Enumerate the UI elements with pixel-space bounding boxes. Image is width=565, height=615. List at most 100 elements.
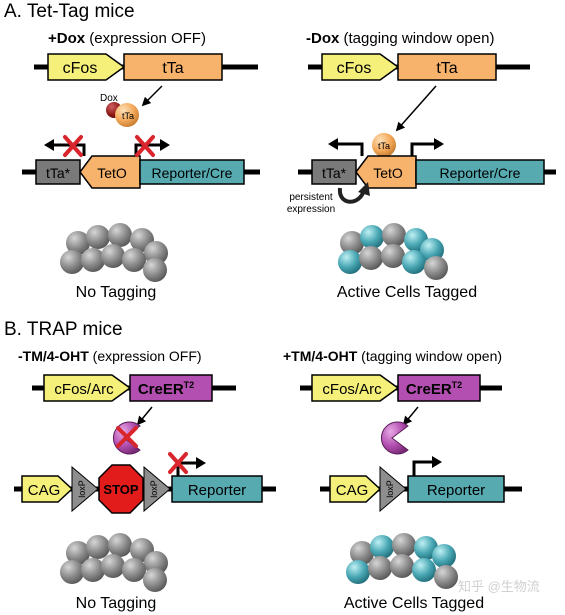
a-left-condition: +Dox (expression OFF) bbox=[48, 30, 206, 47]
cell bbox=[360, 225, 384, 249]
cell bbox=[144, 241, 168, 265]
a-left-tta-protein bbox=[115, 103, 139, 127]
cell bbox=[370, 535, 394, 559]
b-left-condition-bold: -TM/4-OHT bbox=[18, 348, 89, 364]
cell bbox=[381, 244, 405, 268]
b-right-condition-bold: +TM/4-OHT bbox=[283, 348, 358, 364]
cell bbox=[390, 554, 414, 578]
cell bbox=[66, 541, 90, 565]
b-left-cell-cluster bbox=[60, 533, 168, 592]
a-right-ttastar-box bbox=[311, 159, 357, 185]
cell bbox=[81, 558, 105, 582]
cell bbox=[108, 533, 132, 557]
a-left-blocked-arrowhead-left bbox=[44, 139, 54, 151]
cell bbox=[434, 565, 458, 589]
a-right-tta-protein bbox=[372, 133, 396, 157]
b-right-loxp-label: loxP bbox=[385, 480, 395, 498]
cell bbox=[368, 556, 392, 580]
b-right-cell-cluster bbox=[346, 533, 458, 589]
a-right-ttastar-label: tTa* bbox=[322, 165, 347, 181]
a-left-blocked-arrowhead-right bbox=[160, 139, 170, 151]
b-left-reporter-box bbox=[171, 475, 263, 503]
b-right-creer-superscript: T2 bbox=[452, 380, 463, 390]
b-right-condition-note: (tagging window open) bbox=[357, 348, 502, 364]
persistent-expression-arrowhead bbox=[358, 182, 370, 196]
b-left-promoter-label: cFos/Arc bbox=[54, 381, 114, 398]
b-left-condition-note: (expression OFF) bbox=[89, 348, 202, 364]
cell bbox=[86, 535, 110, 559]
persistent-expression-line2: expression bbox=[287, 204, 335, 215]
a-left-tta-protein-label: tTa bbox=[122, 111, 134, 121]
b-left-gene-construct: cFos/Arc CreERT2 bbox=[32, 374, 236, 402]
cell bbox=[66, 231, 90, 255]
b-left-loxp-2 bbox=[143, 465, 171, 513]
b-left-arrow-down bbox=[136, 406, 153, 426]
b-left-stop-sign bbox=[98, 464, 144, 514]
a-right-condition-bold: -Dox bbox=[306, 30, 340, 47]
a-right-reporter-construct: tTa* TetO Reporter/Cre bbox=[298, 155, 556, 189]
a-right-transcription-arrow-right bbox=[410, 142, 434, 156]
cell bbox=[424, 256, 448, 280]
b-left-stop-label: STOP bbox=[103, 482, 138, 497]
b-right-creer-label: CreERT2 bbox=[406, 380, 462, 398]
b-left-creer-blocked-x bbox=[116, 426, 138, 448]
b-left-condition: -TM/4-OHT (expression OFF) bbox=[18, 348, 202, 364]
b-right-promoter-label: cFos/Arc bbox=[322, 381, 382, 398]
b-right-creer-text: CreER bbox=[406, 381, 452, 398]
a-right-arrow-down bbox=[395, 85, 437, 132]
b-left-creer-text: CreER bbox=[138, 381, 184, 398]
cell bbox=[414, 536, 438, 560]
b-left-cag-promoter bbox=[21, 475, 74, 503]
a-left-ttastar-label: tTa* bbox=[46, 165, 71, 181]
b-right-gene-construct: cFos/Arc CreERT2 bbox=[300, 374, 502, 402]
b-left-reporter-construct: CAG loxP STOP loxP Reporter bbox=[14, 464, 276, 514]
a-right-arrowhead-left bbox=[328, 138, 338, 150]
a-right-cell-cluster bbox=[338, 223, 448, 280]
cell bbox=[108, 223, 132, 247]
a-right-transcription-arrow-left bbox=[338, 142, 364, 156]
a-right-arrowhead-right bbox=[434, 138, 444, 150]
a-left-teto-label: TetO bbox=[97, 165, 127, 181]
a-left-result: No Tagging bbox=[76, 284, 157, 301]
b-right-cag-promoter bbox=[329, 475, 382, 503]
cell bbox=[101, 554, 125, 578]
b-right-reporter-construct: CAG loxP Reporter bbox=[320, 465, 522, 513]
cell bbox=[60, 250, 84, 274]
cell bbox=[86, 225, 110, 249]
a-right-tta-label: tTa bbox=[436, 60, 457, 77]
persistent-expression-line1: persistent bbox=[289, 192, 333, 203]
a-left-gene-construct: cFos tTa bbox=[34, 53, 258, 81]
a-right-gene-construct: cFos tTa bbox=[308, 53, 530, 81]
watermark: 知乎 @生物流 bbox=[458, 579, 540, 594]
cell bbox=[81, 248, 105, 272]
b-right-creer-protein bbox=[380, 421, 409, 455]
cell bbox=[420, 238, 444, 262]
a-right-result: Active Cells Tagged bbox=[337, 284, 477, 301]
a-right-tta-gene bbox=[397, 53, 497, 81]
cell bbox=[338, 250, 362, 274]
b-left-creer-gene bbox=[129, 374, 213, 402]
a-left-cfos-promoter bbox=[47, 53, 126, 81]
a-right-cfos-promoter bbox=[321, 53, 400, 81]
b-left-loxp-1 bbox=[71, 465, 99, 513]
a-left-reporter-box bbox=[139, 159, 245, 185]
cell bbox=[144, 551, 168, 575]
cell bbox=[101, 244, 125, 268]
a-left-blocked-x-left bbox=[63, 135, 83, 157]
a-left-blocked-x-right bbox=[135, 135, 155, 157]
section-a-title: A. Tet-Tag mice bbox=[4, 1, 135, 22]
a-right-condition-note: (tagging window open) bbox=[339, 30, 494, 47]
b-right-loxp bbox=[379, 465, 407, 513]
b-right-reporter-label: Reporter bbox=[427, 482, 485, 499]
cell bbox=[359, 246, 383, 270]
a-dox-label: Dox bbox=[100, 93, 118, 104]
a-left-reporter-construct: tTa* TetO Reporter/Cre bbox=[22, 155, 260, 189]
b-left-cag-label: CAG bbox=[28, 482, 61, 499]
a-right-reporter-label: Reporter/Cre bbox=[440, 165, 521, 181]
b-left-result: No Tagging bbox=[76, 595, 157, 612]
b-right-cag-label: CAG bbox=[336, 482, 369, 499]
cell bbox=[432, 544, 456, 568]
b-right-result: Active Cells Tagged bbox=[344, 595, 484, 612]
cell bbox=[122, 248, 146, 272]
b-right-transcription-arrowhead bbox=[432, 456, 442, 468]
